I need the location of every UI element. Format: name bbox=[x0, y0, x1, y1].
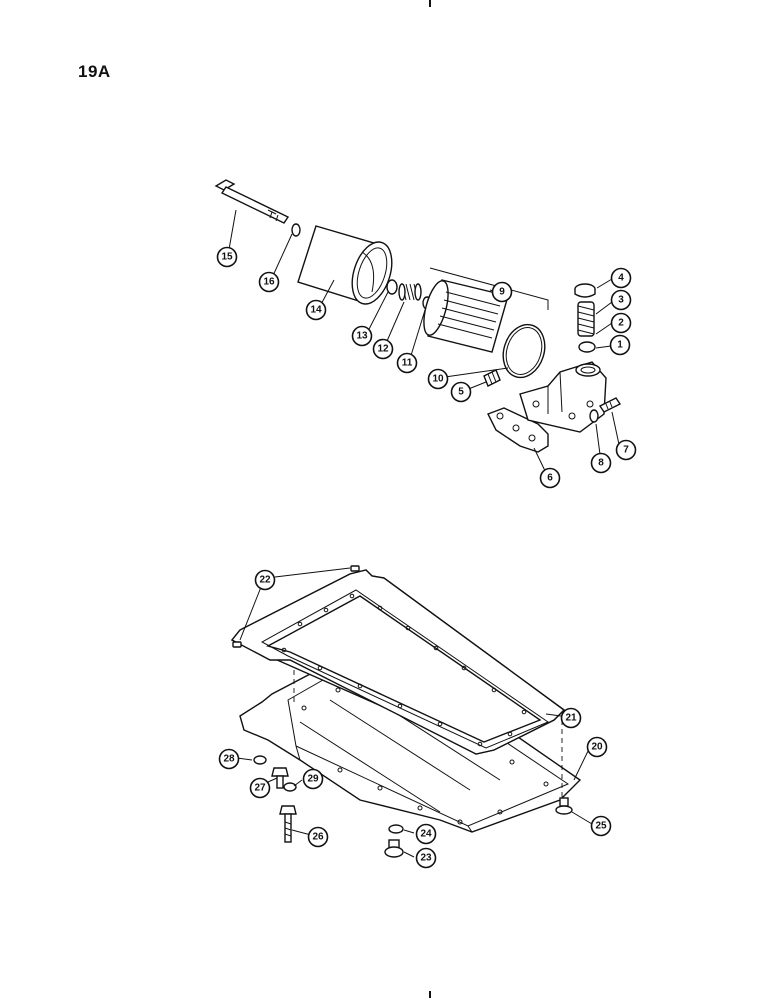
part-filter-housing bbox=[297, 225, 393, 305]
callout-21-label: 21 bbox=[565, 713, 577, 724]
callout-27-label: 27 bbox=[254, 783, 266, 794]
callout-13: 13 bbox=[351, 325, 373, 347]
callout-11-label: 11 bbox=[402, 358, 413, 369]
part-cap bbox=[574, 283, 596, 298]
callout-10-label: 10 bbox=[432, 374, 444, 385]
bottom-crop-mark bbox=[429, 991, 431, 998]
part-drain-fitting bbox=[555, 797, 573, 815]
part-pan-gasket bbox=[230, 569, 566, 755]
figure-id: 19A bbox=[78, 62, 111, 81]
callout-12-label: 12 bbox=[377, 344, 389, 355]
callout-2: 2 bbox=[610, 312, 632, 334]
callout-11: 11 bbox=[396, 352, 418, 374]
callout-5: 5 bbox=[450, 381, 472, 403]
callout-8-label: 8 bbox=[598, 458, 604, 469]
callout-16: 16 bbox=[258, 271, 280, 293]
callout-7-label: 7 bbox=[623, 445, 629, 456]
part-pan-washer-2 bbox=[283, 782, 297, 792]
part-large-gasket bbox=[502, 323, 546, 379]
callout-1-label: 1 bbox=[617, 340, 623, 351]
part-dowel-tabs bbox=[232, 565, 360, 648]
top-crop-mark bbox=[429, 0, 431, 7]
part-long-bolt bbox=[214, 179, 290, 224]
callout-9: 9 bbox=[491, 281, 513, 303]
callout-13-label: 13 bbox=[356, 331, 368, 342]
callout-24-label: 24 bbox=[420, 829, 432, 840]
callout-22: 22 bbox=[254, 569, 276, 591]
part-valve-seat bbox=[578, 341, 596, 353]
oil-filter-assembly bbox=[214, 179, 622, 478]
callout-2-label: 2 bbox=[618, 318, 624, 329]
callout-14: 14 bbox=[305, 299, 327, 321]
callout-4-label: 4 bbox=[618, 273, 624, 284]
callout-14-label: 14 bbox=[310, 305, 322, 316]
part-bypass-spring bbox=[398, 283, 422, 301]
callout-4: 4 bbox=[610, 267, 632, 289]
part-seal-ring bbox=[386, 279, 398, 295]
part-pan-washer bbox=[253, 755, 267, 765]
callout-28-label: 28 bbox=[223, 754, 235, 765]
part-drain-washer bbox=[388, 824, 404, 834]
callout-6: 6 bbox=[539, 467, 561, 489]
callout-20-label: 20 bbox=[591, 742, 603, 753]
part-head-bolt bbox=[598, 397, 622, 413]
part-drain-plug bbox=[384, 839, 404, 858]
callout-26: 26 bbox=[307, 826, 329, 848]
callout-12: 12 bbox=[372, 338, 394, 360]
callout-24: 24 bbox=[415, 823, 437, 845]
callout-6-label: 6 bbox=[547, 473, 553, 484]
callout-29: 29 bbox=[302, 768, 324, 790]
callout-25: 25 bbox=[590, 815, 612, 837]
callout-29-label: 29 bbox=[307, 774, 319, 785]
callout-23: 23 bbox=[415, 847, 437, 869]
callout-20: 20 bbox=[586, 736, 608, 758]
callout-15: 15 bbox=[216, 246, 238, 268]
callout-28: 28 bbox=[218, 748, 240, 770]
callout-9-label: 9 bbox=[499, 287, 505, 298]
part-lock-washer bbox=[589, 409, 599, 423]
callout-10: 10 bbox=[427, 368, 449, 390]
oil-pan-assembly bbox=[230, 565, 593, 858]
part-filter-head bbox=[519, 361, 607, 433]
part-pan-bolt-short bbox=[271, 767, 289, 789]
callout-25-label: 25 bbox=[595, 821, 607, 832]
callout-5-label: 5 bbox=[458, 387, 464, 398]
part-filter-element bbox=[423, 267, 549, 353]
callout-22-label: 22 bbox=[259, 575, 271, 586]
callout-26-label: 26 bbox=[312, 832, 324, 843]
callout-16-label: 16 bbox=[263, 277, 275, 288]
callout-8: 8 bbox=[590, 452, 612, 474]
callout-23-label: 23 bbox=[420, 853, 432, 864]
callout-7: 7 bbox=[615, 439, 637, 461]
part-fitting bbox=[483, 369, 501, 387]
part-small-washer bbox=[291, 223, 301, 237]
callout-15-label: 15 bbox=[221, 252, 233, 263]
callout-3: 3 bbox=[610, 289, 632, 311]
callout-27: 27 bbox=[249, 777, 271, 799]
part-relief-spring bbox=[577, 301, 595, 337]
part-pan-bolt-long bbox=[279, 805, 297, 843]
callout-3-label: 3 bbox=[618, 295, 624, 306]
callout-1: 1 bbox=[609, 334, 631, 356]
part-base-gasket bbox=[487, 407, 549, 453]
callout-21: 21 bbox=[560, 707, 582, 729]
